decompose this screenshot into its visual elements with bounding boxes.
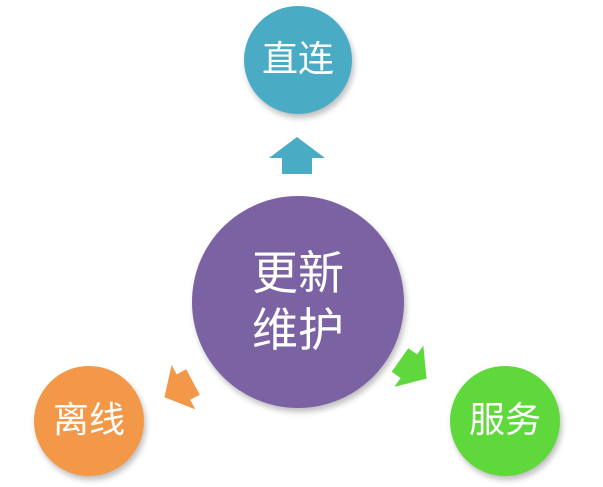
node-label-center: 更新维护 — [252, 245, 344, 358]
node-label-left: 离线 — [52, 400, 125, 442]
arrow-to-left — [164, 364, 200, 410]
node-update-maintenance: 更新维护 — [192, 196, 404, 408]
node-service: 服务 — [450, 366, 560, 476]
arrow-to-right — [391, 345, 427, 387]
node-label-top: 直连 — [261, 39, 334, 81]
node-offline: 离线 — [34, 366, 144, 476]
node-label-right: 服务 — [468, 400, 541, 442]
node-direct-connect: 直连 — [244, 6, 352, 114]
arrow-to-top — [269, 137, 325, 174]
